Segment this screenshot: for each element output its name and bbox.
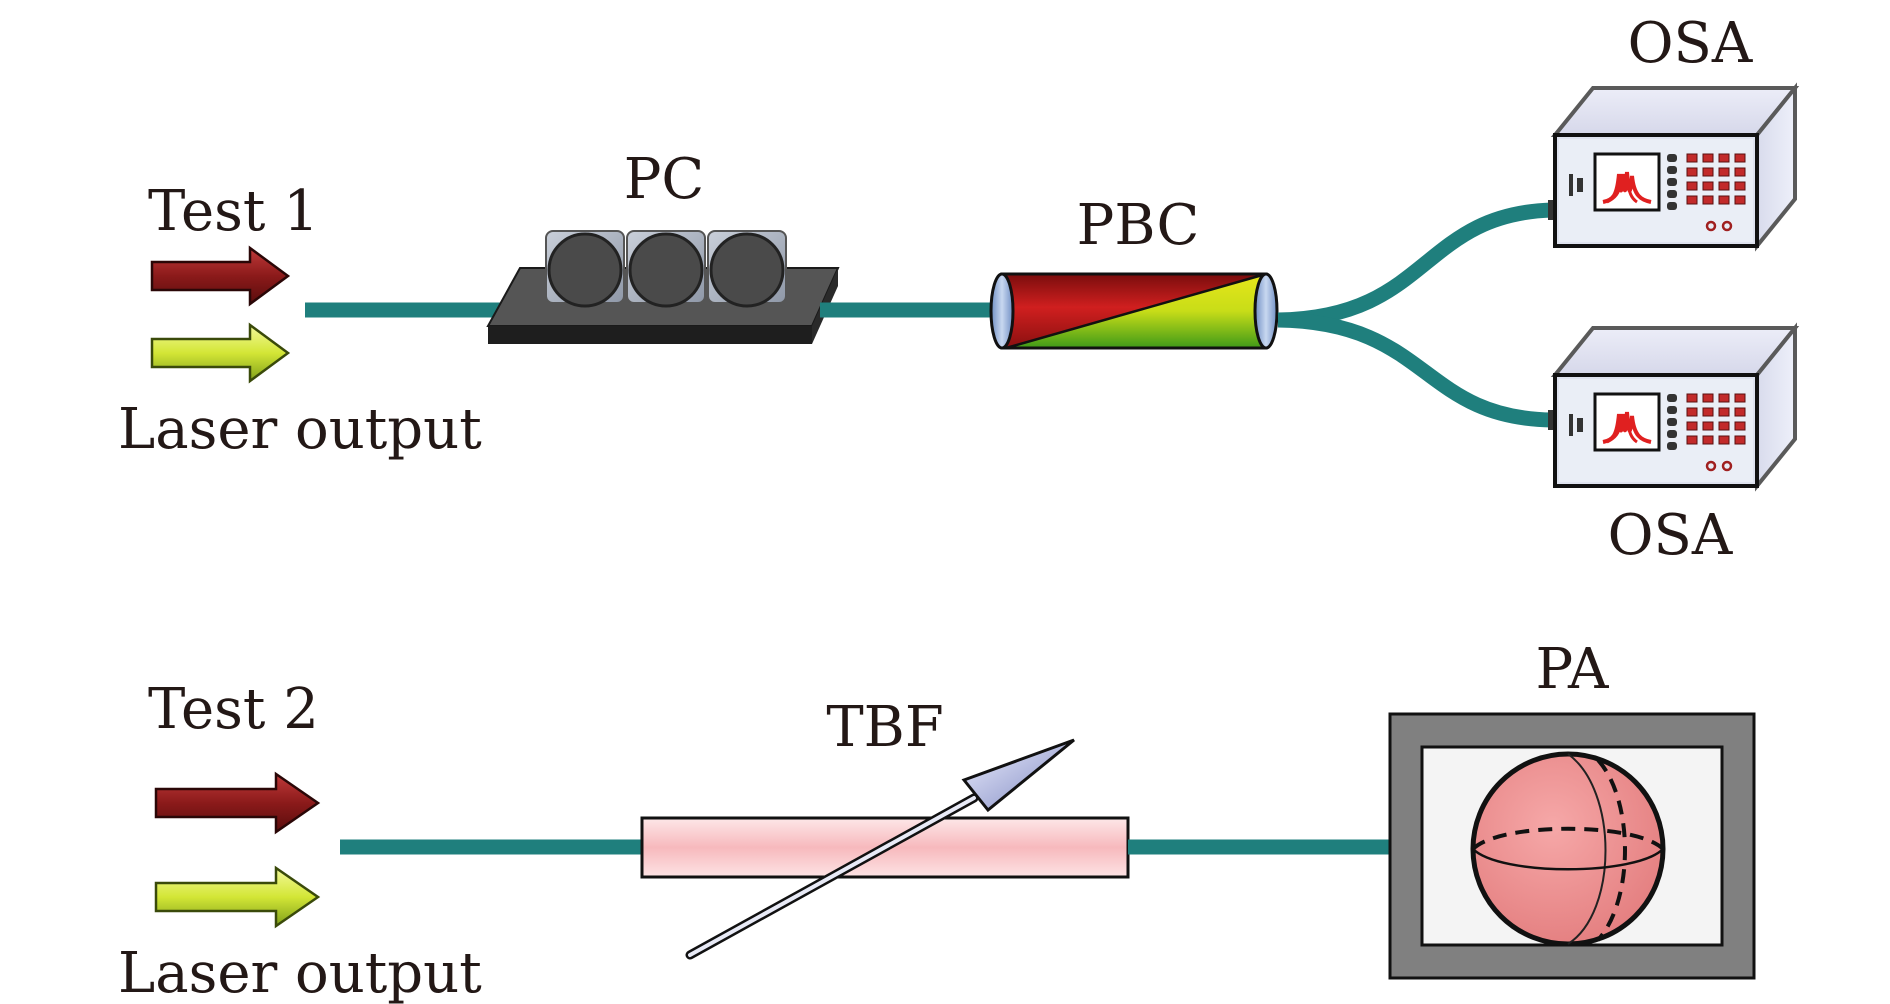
test2-title: Test 2 bbox=[148, 677, 319, 742]
fiber-branch-lower bbox=[1277, 312, 1558, 428]
yellow-arrow-icon bbox=[154, 865, 321, 929]
polarization-analyzer bbox=[1388, 712, 1756, 980]
tbf-label: TBF bbox=[826, 695, 943, 760]
test1-title: Test 1 bbox=[148, 179, 319, 244]
fiber-branch-upper bbox=[1277, 202, 1558, 328]
test1-input-label: Laser output bbox=[118, 397, 482, 462]
yellow-arrow-icon bbox=[150, 322, 291, 384]
pa-label: PA bbox=[1536, 637, 1610, 702]
pc-paddle bbox=[707, 230, 787, 308]
red-arrow-icon bbox=[154, 771, 321, 835]
red-arrow-icon bbox=[150, 245, 291, 307]
pc-paddle bbox=[545, 230, 625, 308]
osa-instrument-top bbox=[1548, 86, 1797, 248]
osa-instrument-bottom bbox=[1548, 326, 1797, 488]
tunable-bandpass-filter bbox=[640, 738, 1130, 960]
tuning-needle-icon bbox=[685, 738, 1075, 960]
pc-label: PC bbox=[624, 147, 705, 212]
poincare-sphere-icon bbox=[1470, 751, 1666, 947]
pbc-label: PBC bbox=[1077, 193, 1200, 258]
polarization-controller bbox=[486, 230, 840, 344]
osa-top-label: OSA bbox=[1628, 11, 1753, 76]
osa-bottom-label: OSA bbox=[1608, 503, 1733, 568]
polarization-beam-combiner bbox=[989, 272, 1279, 350]
pc-paddle bbox=[626, 230, 706, 308]
test2-input-label: Laser output bbox=[118, 941, 482, 1004]
